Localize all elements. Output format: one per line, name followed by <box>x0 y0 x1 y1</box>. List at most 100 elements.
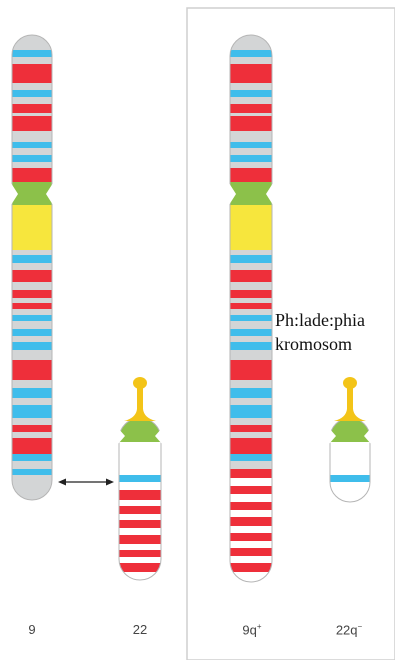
band <box>230 270 272 282</box>
band <box>230 360 272 380</box>
band <box>12 168 52 182</box>
band <box>12 303 52 309</box>
band <box>230 57 272 64</box>
band <box>12 182 52 205</box>
band <box>230 142 272 148</box>
band <box>230 502 272 510</box>
arrow-head-right <box>106 479 114 486</box>
band <box>119 475 161 482</box>
band <box>12 116 52 131</box>
band <box>230 548 272 556</box>
chromosome-22-label: 22 <box>110 622 170 637</box>
band <box>230 162 272 168</box>
band <box>119 572 161 580</box>
band <box>230 104 272 113</box>
band <box>12 342 52 350</box>
band <box>119 563 161 572</box>
band <box>12 360 52 380</box>
band <box>12 90 52 97</box>
band <box>230 205 272 250</box>
band <box>230 541 272 548</box>
band <box>119 520 161 528</box>
band <box>12 398 52 405</box>
satellite-flare <box>334 409 366 421</box>
band <box>230 563 272 572</box>
band <box>12 315 52 321</box>
satellite-knob <box>343 377 357 389</box>
band <box>230 556 272 563</box>
band <box>230 113 272 116</box>
chromosome-9q-plus-label: 9q+ <box>222 622 282 637</box>
philadelphia-annotation: Ph:lade:phia kromosom <box>275 308 393 356</box>
band <box>330 475 370 482</box>
band <box>12 57 52 64</box>
band <box>12 104 52 113</box>
band <box>12 97 52 104</box>
band <box>230 517 272 526</box>
band <box>12 418 52 425</box>
band <box>12 131 52 142</box>
band <box>12 162 52 168</box>
band <box>230 35 272 50</box>
band <box>12 250 52 255</box>
band <box>230 461 272 469</box>
band <box>230 116 272 131</box>
band <box>119 490 161 500</box>
band <box>119 506 161 514</box>
chromosome-22q-minus-label: 22q− <box>319 622 379 637</box>
band <box>230 282 272 290</box>
chromosome-9 <box>11 35 53 500</box>
band <box>230 494 272 502</box>
band <box>12 298 52 303</box>
band <box>230 290 272 298</box>
satellite-knob <box>133 377 147 389</box>
band <box>230 336 272 342</box>
band <box>230 438 272 454</box>
band <box>12 290 52 298</box>
band <box>230 526 272 533</box>
band <box>119 500 161 506</box>
band <box>12 64 52 83</box>
band <box>119 535 161 544</box>
band <box>119 514 161 520</box>
band <box>230 510 272 517</box>
band <box>230 263 272 270</box>
band <box>119 482 161 490</box>
band <box>230 432 272 438</box>
band <box>119 557 161 563</box>
band <box>230 321 272 329</box>
band <box>230 298 272 303</box>
band <box>12 432 52 438</box>
band <box>230 50 272 57</box>
band <box>12 329 52 336</box>
annotation-line-2: kromosom <box>275 332 393 356</box>
arrow-head-left <box>58 479 66 486</box>
band <box>119 544 161 550</box>
band <box>230 533 272 541</box>
band <box>230 405 272 418</box>
band <box>119 418 161 442</box>
band <box>230 64 272 83</box>
band <box>12 380 52 388</box>
band <box>12 336 52 342</box>
band <box>230 454 272 461</box>
band <box>230 97 272 104</box>
band <box>230 469 272 478</box>
band <box>230 388 272 398</box>
band <box>12 263 52 270</box>
band <box>330 482 370 502</box>
band <box>12 148 52 155</box>
band <box>12 405 52 418</box>
chromosome-9-label: 9 <box>2 622 62 637</box>
band <box>12 83 52 90</box>
band <box>12 350 52 360</box>
chromosome-9q-plus <box>229 35 273 582</box>
band <box>230 418 272 425</box>
chromosome-22q-minus <box>329 377 371 502</box>
band <box>230 83 272 90</box>
band <box>230 155 272 162</box>
band <box>12 282 52 290</box>
band <box>12 454 52 461</box>
band <box>12 270 52 282</box>
satellite-flare <box>124 409 156 421</box>
